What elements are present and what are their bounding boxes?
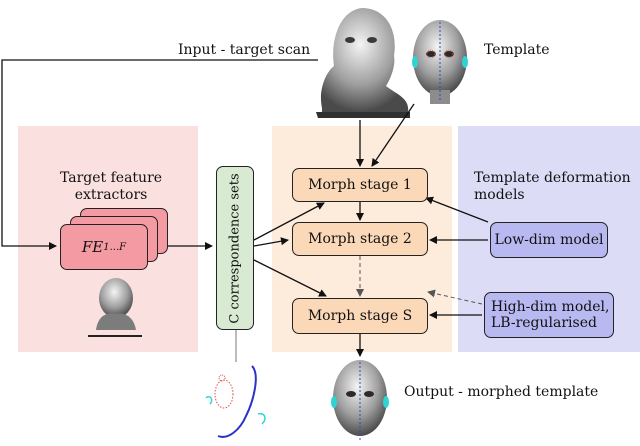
output-label: Output - morphed template (404, 384, 599, 400)
morph-stage-s-box: Morph stage S (292, 298, 428, 334)
template-label: Template (484, 42, 550, 58)
feature-extractors-title-line2: extractors (74, 187, 148, 203)
input-arrow (1, 59, 318, 250)
morph-stage-2-box: Morph stage 2 (292, 222, 428, 256)
fe-subscript: 1...F (103, 241, 127, 253)
deformation-models-title-line1: Template deformation (474, 170, 631, 186)
low-dim-model-box: Low-dim model (490, 222, 608, 258)
template-head-image (412, 20, 468, 104)
correspondence-label: C correspondence sets (227, 172, 243, 324)
deformation-models-title-line2: models (474, 187, 525, 203)
morph-stage-1-box: Morph stage 1 (292, 168, 428, 202)
target-scan-image (316, 8, 410, 118)
high-dim-model-line2: LB-regularised (491, 315, 597, 331)
corr-to-stage1-arrow (253, 202, 325, 241)
high-dim-model-box: High-dim model, LB-regularised (484, 292, 614, 338)
fe-base: FE (81, 238, 104, 256)
correspondence-box: C correspondence sets (216, 166, 254, 330)
high-dim-model-line1: High-dim model, (491, 299, 610, 315)
feature-extractors-title: Target feature extractors (60, 170, 162, 204)
corr-to-stage2-arrow (253, 237, 289, 247)
input-label: Input - target scan (178, 42, 311, 58)
feature-extractors-title-line1: Target feature (60, 170, 163, 186)
model-to-stage1-arrow (425, 196, 489, 223)
correspondence-sketch-image (205, 330, 266, 438)
target-thumbnail-image (88, 278, 142, 337)
output-head-image (331, 360, 389, 440)
deformation-models-title: Template deformation models (474, 170, 631, 204)
high-model-dashed-arrow (427, 289, 483, 305)
template-to-stage1-arrow (371, 103, 415, 167)
corr-to-stageS-arrow (253, 259, 327, 297)
